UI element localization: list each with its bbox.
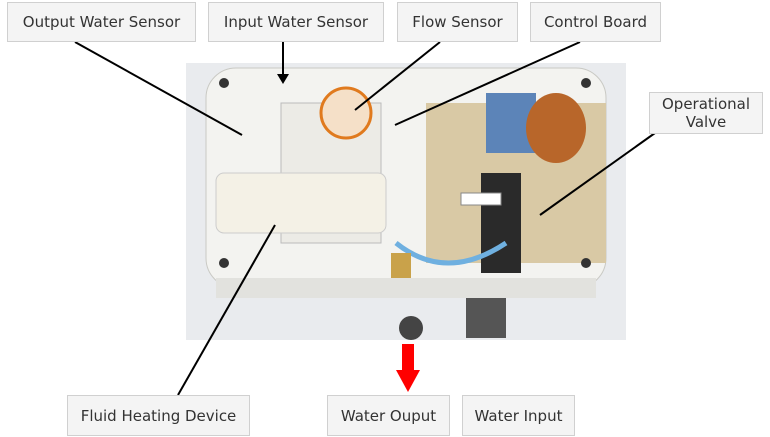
label-flow-sensor: Flow Sensor [397,2,518,42]
leader-fluid-heating-device [177,224,276,396]
arrow-down-icon [396,370,420,392]
water-heater-photo [186,63,626,340]
label-fluid-heating-device: Fluid Heating Device [67,395,250,436]
label-input-water-sensor: Input Water Sensor [208,2,384,42]
leader-flow-sensor [354,41,441,111]
leader-control-board [394,41,581,126]
leader-output-water-sensor [74,41,243,136]
arrowhead-icon [277,74,289,84]
leader-operational-valve [539,132,656,216]
water-heater-illustration [205,67,607,340]
label-output-water-sensor: Output Water Sensor [7,2,196,42]
label-water-output: Water Ouput [327,395,450,436]
label-water-input: Water Input [462,395,575,436]
label-operational-valve: Operational Valve [649,92,763,134]
water-output-arrow-icon [402,344,414,372]
label-control-board: Control Board [530,2,661,42]
